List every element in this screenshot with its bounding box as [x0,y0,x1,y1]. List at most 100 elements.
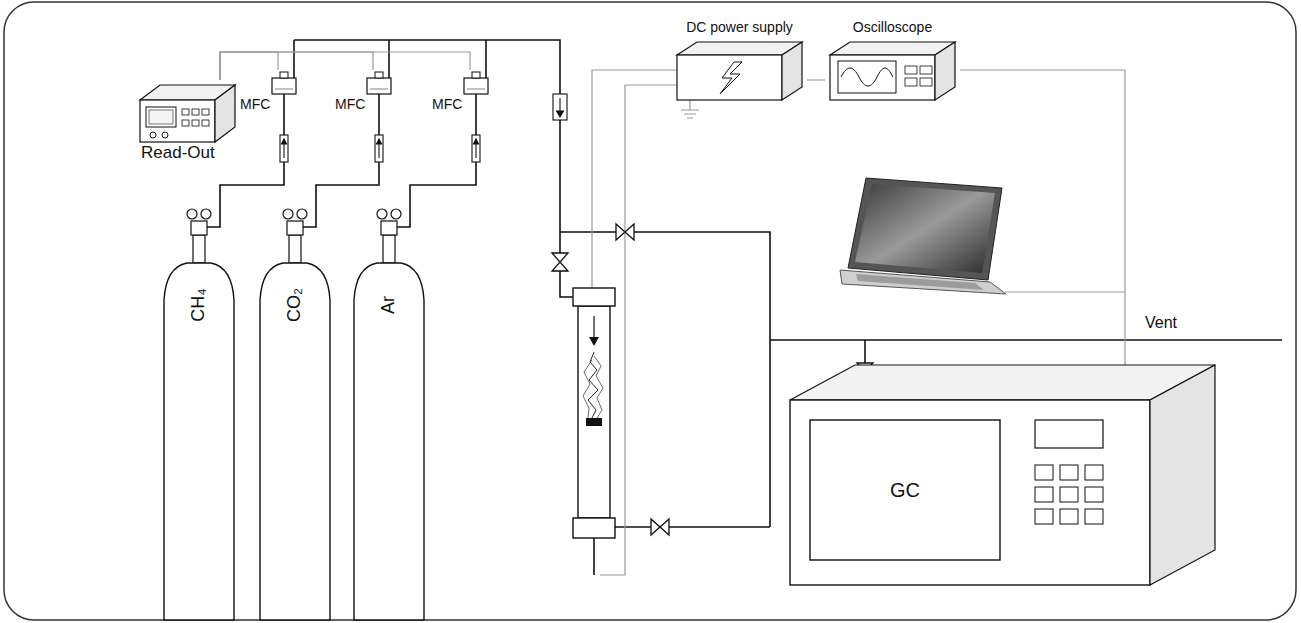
readout-unit-symbol [182,109,189,115]
power-supply-symbol [720,62,742,94]
gas-chromatograph-symbol [1060,465,1078,480]
readout-unit: Read-Out [135,80,240,165]
gas-line [615,526,770,528]
oscilloscope-symbol [838,61,896,93]
gas-chromatograph-outline [790,365,1215,587]
gas-line [770,339,1282,341]
readout-unit-symbol [215,85,235,142]
node-label: CO₂ [285,288,305,322]
gas-cylinder-symbol [164,263,234,620]
mass-flow-controller-symbol [275,89,293,90]
gas-line [410,112,476,205]
laptop [840,270,1006,294]
gas-chromatograph-symbol [1035,465,1053,480]
valve [552,253,568,271]
gas-chromatograph-symbol [810,420,1000,560]
oscilloscope-symbol [841,68,893,86]
flow-meter [474,139,479,144]
gas-cylinder-outline [256,205,334,620]
node-label: MFC [432,97,462,112]
gas-line [316,112,379,205]
gas-chromatograph-symbol [1150,365,1215,585]
readout-unit-symbol [146,107,176,127]
node-label: MFC [335,97,365,112]
reactor [578,306,610,518]
signal-wire [220,52,373,80]
flow-meter [472,135,480,162]
gas-cylinder-symbol [354,205,424,620]
gas-cylinder-symbol [187,209,197,219]
oscilloscope-symbol [830,55,935,100]
oscilloscope-symbol [905,78,917,86]
oscilloscope-symbol [920,66,932,74]
reactor [573,288,615,306]
valve [651,519,669,535]
gas-cylinder: CH₄ [160,205,238,620]
flow-meter [282,139,287,144]
gas-cylinder: Ar [350,205,428,620]
oscilloscope: Oscilloscope [825,20,960,105]
valve [616,224,634,240]
gas-chromatograph-symbol [1060,509,1078,524]
power-supply-symbol [677,42,802,55]
mass-flow-controller-symbol [272,78,296,94]
reactor [586,418,602,426]
signal-wire [600,85,677,575]
readout-unit-symbol [140,85,235,142]
gas-chromatograph-symbol [1085,465,1103,480]
signal-wire [220,52,278,80]
node-label: DC power supply [672,20,807,35]
readout-unit-symbol [162,132,168,138]
readout-unit-symbol [192,120,199,126]
mass-flow-controller-symbol [280,72,288,78]
oscilloscope-symbol [830,42,955,100]
power-supply-symbol [677,42,802,100]
readout-unit-symbol [202,120,209,126]
oscilloscope-symbol [905,66,917,74]
oscilloscope-symbol [935,42,955,100]
node-label: CH₄ [189,288,209,321]
gas-cylinder-symbol [164,205,234,620]
outlet-label: Vent [1145,314,1177,332]
mass-flow-controller-symbol [370,89,388,90]
power-supply-symbol [677,55,782,100]
reactor [573,288,615,538]
readout-unit-symbol [150,132,156,138]
gas-chromatograph-symbol [790,365,1215,400]
signal-wire [592,70,677,288]
node-label: Ar [379,296,399,314]
gas-cylinder-symbol [377,209,387,219]
gas-line [388,40,390,70]
gas-cylinder-symbol [260,205,330,620]
gas-line [485,40,487,70]
gas-cylinder-symbol [354,263,424,620]
power-supply-symbol [782,42,802,100]
gas-chromatograph-symbol [1085,509,1103,524]
mass-flow-controller-symbol [464,78,488,94]
flow-meter [553,94,567,120]
gas-cylinder-outline [160,205,238,620]
signal-wire [807,79,825,80]
signal-wire [1005,291,1125,292]
gas-cylinder-symbol [287,221,303,235]
node-label: MFC [240,97,270,112]
gas-chromatograph-symbol [1035,509,1053,524]
gas-cylinder-symbol [201,209,211,219]
frame-border [4,2,1296,620]
laptop [848,178,1002,280]
flow-meter [280,94,567,162]
power-supply: DC power supply [672,20,807,105]
laptop [855,184,995,273]
mass-flow-controller: MFC [240,70,300,112]
mass-flow-controller-symbol [367,70,391,112]
laptop [840,178,1006,294]
signal-wire [681,100,699,118]
gas-cylinder-symbol [381,221,397,235]
gas-line [593,538,595,575]
mass-flow-controller-symbol [272,70,296,112]
gas-cylinder-symbol [391,209,401,219]
gas-chromatograph-symbol [790,365,1215,585]
gas-cylinder-symbol [283,209,293,219]
